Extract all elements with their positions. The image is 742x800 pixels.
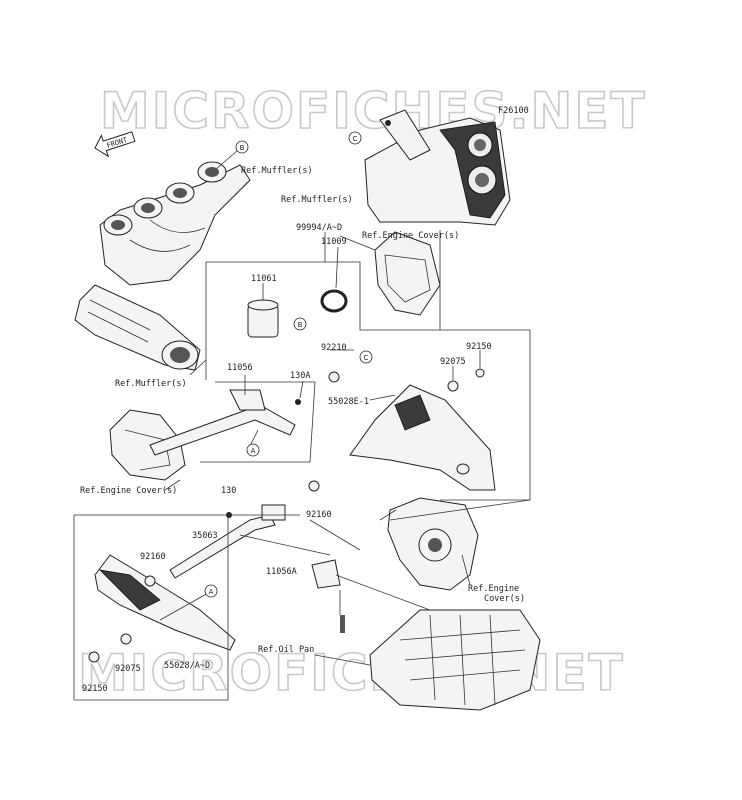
part-35063: 35063 bbox=[192, 531, 218, 541]
callout-b-mid: B bbox=[293, 317, 307, 331]
part-11056: 11056 bbox=[227, 363, 253, 373]
watermark-top: MICROFICHES.NET bbox=[100, 82, 647, 140]
svg-text:B: B bbox=[298, 321, 303, 329]
ring-11009-illustration bbox=[320, 289, 348, 313]
bracket-11056-illustration bbox=[149, 389, 296, 456]
part-99994: 99994/A~D bbox=[296, 223, 342, 233]
part-11061: 11061 bbox=[251, 274, 277, 284]
watermark-bottom: MICROFICHES.NET bbox=[78, 644, 625, 702]
part-92160-mid: 92160 bbox=[306, 510, 332, 520]
engine-cover-right-illustration bbox=[387, 497, 479, 591]
svg-text:C: C bbox=[364, 354, 369, 362]
part-92075-top: 92075 bbox=[440, 357, 466, 367]
svg-text:B: B bbox=[240, 144, 245, 152]
ref-engine-cover-right-line1: Ref.Engine bbox=[468, 584, 519, 594]
engine-cover-top-illustration bbox=[374, 231, 441, 316]
callout-c-top: C bbox=[348, 131, 362, 145]
muffler-top-illustration bbox=[364, 109, 511, 226]
callout-a-bottom: A bbox=[204, 584, 218, 598]
ref-muffler-left: Ref.Muffler(s) bbox=[115, 379, 187, 389]
svg-text:A: A bbox=[251, 447, 256, 455]
part-11056a: 11056A bbox=[266, 567, 297, 577]
cover-55028-illustration bbox=[94, 554, 236, 651]
callout-a-mid: A bbox=[246, 443, 260, 457]
cover-55028e-illustration bbox=[349, 384, 496, 491]
ref-muffler-mid: Ref.Muffler(s) bbox=[281, 195, 353, 205]
bracket-11056a-illustration bbox=[311, 559, 341, 589]
oil-pan-illustration bbox=[369, 609, 541, 711]
part-130a: 130A bbox=[290, 371, 310, 381]
part-130: 130 bbox=[221, 486, 236, 496]
ref-engine-cover-top: Ref.Engine Cover(s) bbox=[362, 231, 459, 241]
svg-text:A: A bbox=[209, 588, 214, 596]
callout-c-mid: C bbox=[359, 350, 373, 364]
ref-muffler-top: Ref.Muffler(s) bbox=[241, 166, 313, 176]
ref-engine-cover-left: Ref.Engine Cover(s) bbox=[80, 486, 177, 496]
part-92150-bottom: 92150 bbox=[82, 684, 108, 694]
part-92210: 92210 bbox=[321, 343, 347, 353]
part-92150-top: 92150 bbox=[466, 342, 492, 352]
callout-b-top: B bbox=[235, 140, 249, 154]
part-55028e-1: 55028E-1 bbox=[328, 397, 369, 407]
engine-cover-left-illustration bbox=[109, 409, 186, 481]
muffler-left-illustration bbox=[74, 284, 201, 371]
bracket-35063-illustration bbox=[169, 504, 286, 579]
exhaust-header-illustration bbox=[99, 161, 251, 286]
fastener-icons bbox=[88, 368, 485, 663]
figure-code: F26100 bbox=[498, 106, 529, 116]
ref-engine-cover-right-line2: Cover(s) bbox=[484, 594, 525, 604]
part-92160-left: 92160 bbox=[140, 552, 166, 562]
ref-oil-pan: Ref.Oil Pan bbox=[258, 645, 314, 655]
leader-lines bbox=[73, 149, 531, 701]
part-11009: 11009 bbox=[321, 237, 347, 247]
part-92075-bottom: 92075 bbox=[115, 664, 141, 674]
svg-text:C: C bbox=[353, 135, 358, 143]
tube-11061-illustration bbox=[247, 299, 279, 338]
part-55028: 55028/A~D bbox=[164, 661, 210, 671]
